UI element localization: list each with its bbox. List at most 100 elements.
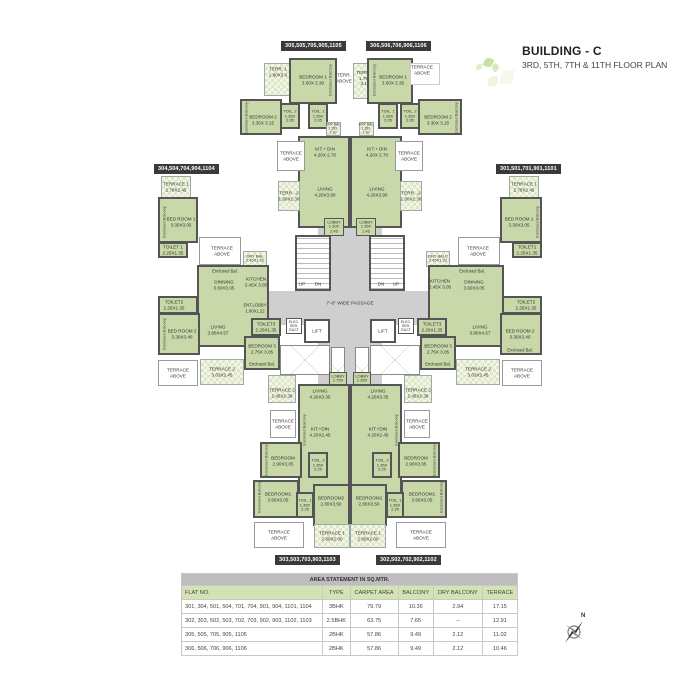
tl-dry-bal <box>326 122 341 136</box>
tl-toilet2 <box>280 103 300 129</box>
br-terrace2 <box>404 375 432 403</box>
l-terrace2 <box>200 359 244 385</box>
l-dry-bal-label: DRY BAL 2.45X1.22 <box>245 253 265 263</box>
tr-lobby-label: LOBBY 1.35X 1.45 <box>359 219 373 234</box>
col-terrace: TERRACE <box>481 585 519 600</box>
flat-tag-bottom-right: 302,502,702,902,1102 <box>376 555 441 565</box>
bl-terrace-above-label: TERRACE ABOVE <box>272 418 294 430</box>
l-bedroom2 <box>158 313 200 355</box>
elec-duct-right-label: ELEC. SER. DUCT <box>400 320 412 332</box>
table-row: 301, 304, 501, 504, 701, 704, 901, 904, … <box>180 599 519 614</box>
cell-flat-no: 305, 505, 705, 905, 1105 <box>180 627 324 642</box>
r-bedroom1 <box>500 197 542 243</box>
tr-kit-din-label: KIT.+ DIN 4.20X 2.70 <box>365 146 389 158</box>
tr-bedroom1-label: BEDROOM 1 3.00X 3.35 <box>379 74 407 86</box>
bl-terrace-above2-label: TERRACE ABOVE <box>268 529 290 541</box>
tr-bedroom2-label: BEDROOM 2 3.30X 3.15 <box>424 114 452 126</box>
stair-up-left: UP <box>298 281 306 287</box>
cell-dry-balcony: 2.12 <box>432 627 483 642</box>
area-statement-table: AREA STATEMENT IN SQ.MTR. FLAT NO. TYPE … <box>180 573 519 656</box>
bl-enclosed-balcony-label: Enclosed Balcony <box>301 414 307 446</box>
stair-dn-left: DN <box>314 281 322 287</box>
bl-toil2 <box>308 452 328 478</box>
l-enclosed-bal-label: Enclosed Bal. <box>212 268 238 274</box>
table-header-row: FLAT NO. TYPE CARPET AREA BALCONY DRY BA… <box>180 585 519 600</box>
r-enclosed-balcony-label: Enclosed Balcony <box>534 206 540 238</box>
br-terrace2-label: TERRACE 2 2.45X2.38 <box>405 387 431 399</box>
l-toilet1-label: TOILET 1 2.25X1.35 <box>162 244 184 256</box>
l-enclosed-balcony2-label: Enclosed Balcony <box>161 318 167 350</box>
table-row: 306, 506, 706, 906, 1106 2BHK 57.86 9.49… <box>180 641 519 656</box>
r-terrace2 <box>456 359 500 385</box>
col-balcony: BALCONY <box>397 585 434 600</box>
bl-bedroom-label: BEDROOM 2.90X3.05 <box>271 455 295 467</box>
tr-lobby <box>356 218 376 236</box>
tr-enclosed-balcony-label: Enclosed Balcony <box>371 64 377 96</box>
l-bedroom3-label: BEDROOM 3 2.75X 3.05 <box>248 343 276 355</box>
l-terrace-above2-label: TERRACE ABOVE <box>167 367 189 379</box>
l-terrace-above-label: TERRACE ABOVE <box>211 245 233 257</box>
tl-kit-din-label: KIT.+ DIN 4.20X 2.70 <box>313 146 337 158</box>
col-dry-balcony: DRY BALCONY <box>432 585 483 600</box>
cell-flat-no: 306, 506, 706, 906, 1106 <box>180 641 324 656</box>
tl-bedroom2-label: BEDROOM 2 3.35X 3.15 <box>249 114 277 126</box>
r-living-label: LIVING 3.80X4.57 <box>469 324 491 336</box>
r-bedroom3 <box>420 336 456 370</box>
cell-terrace: 11.02 <box>481 627 519 642</box>
bl-terrace-above2 <box>254 522 304 548</box>
l-terrace2-label: TERRACE 2 3.63X2.45 <box>209 366 235 378</box>
tr-terr2-label: TERR. -2 1.80X2.30 <box>400 190 422 202</box>
tl-terr-above-label: TERR. ABOVE <box>336 72 352 84</box>
building-title: BUILDING - C <box>522 44 602 58</box>
cell-balcony: 10.36 <box>397 599 434 614</box>
cell-balcony: 9.49 <box>397 641 434 656</box>
elec-duct-left <box>286 318 302 334</box>
tl-dry-bal-label: DRY BAL 1.35X 1.20 <box>325 122 341 134</box>
tr-terrace-above <box>395 141 423 171</box>
cell-type: 2BHK <box>322 627 351 642</box>
cell-carpet-area: 79.79 <box>349 599 399 614</box>
lift-left <box>304 319 330 343</box>
tl-lobby-label: LOBBY 1.30X 2.45 <box>327 219 341 234</box>
br-enclosed-balcony3-label: Enclosed Balcony <box>438 481 444 513</box>
bl-enclosed-balcony3-label: Enclosed Balcony <box>256 481 262 513</box>
l-bedroom1-label: BED ROOM 1 3.30X3.05 <box>166 216 196 228</box>
r-toilet2-label: TOILET2 2.25X1.35 <box>515 299 537 311</box>
tl-bedroom2 <box>240 99 282 135</box>
cell-carpet-area: 63.75 <box>349 613 399 628</box>
r-bedroom2-label: BED ROOM 2 3.30X3.40 <box>505 328 535 340</box>
tl-living-label: LIVING 4.20X3.90 <box>314 186 336 198</box>
stair-up-right: UP <box>392 281 400 287</box>
r-bedroom3-label: BEDROOM 3 2.75X 3.05 <box>424 343 452 355</box>
tr-toilet1-label: TOIL. 1 1.35X 2.05 <box>381 108 395 123</box>
r-terrace1 <box>509 176 539 198</box>
cell-terrace: 10.46 <box>481 641 519 656</box>
floor-plan-subtitle: 3RD, 5TH, 7TH & 11TH FLOOR PLAN <box>522 60 668 70</box>
tr-terrace-above-top <box>410 63 440 85</box>
cell-type: 2BHK <box>322 641 351 656</box>
north-compass-icon: N <box>562 613 590 644</box>
br-bedroom2-label: BEDROOM2 2.80X3.50 <box>355 495 383 507</box>
l-enclosed-bal2-label: Enclosed Bal. <box>249 361 275 367</box>
stair-dn-right: DN <box>377 281 385 287</box>
bl-toil2-label: TOIL. 2 1.35X 2.25 <box>311 457 325 472</box>
tl-terr2-label: TERR. -2 1.80X2.30 <box>278 190 300 202</box>
r-enclosed-bal2-label: Enclosed Bal. <box>507 347 533 353</box>
br-bedroom <box>398 442 440 478</box>
br-toil1 <box>386 492 404 518</box>
staircase-left <box>295 235 331 291</box>
passage-label: 7'-6" WIDE PASSAGE <box>326 301 374 307</box>
cell-dry-balcony: 2.94 <box>432 599 483 614</box>
cell-flat-no: 302, 303, 502, 503, 702, 703, 902, 903, … <box>180 613 324 628</box>
l-toilet1 <box>158 242 188 258</box>
bl-bedroom <box>260 442 302 478</box>
open-void-left <box>280 345 330 375</box>
tr-terr2 <box>400 181 422 211</box>
col-carpet-area: CARPET AREA <box>349 585 399 600</box>
cell-carpet-area: 57.86 <box>349 627 399 642</box>
flat-tag-bottom-left: 303,503,703,903,1103 <box>275 555 340 565</box>
br-living-label: LIVING 4.20X3.35 <box>367 388 389 400</box>
tl-enclosed-balcony2-label: Enclosed Balcony <box>243 102 249 134</box>
tl-terrace-above <box>277 141 305 171</box>
cell-type: 2.5BHK <box>322 613 351 628</box>
